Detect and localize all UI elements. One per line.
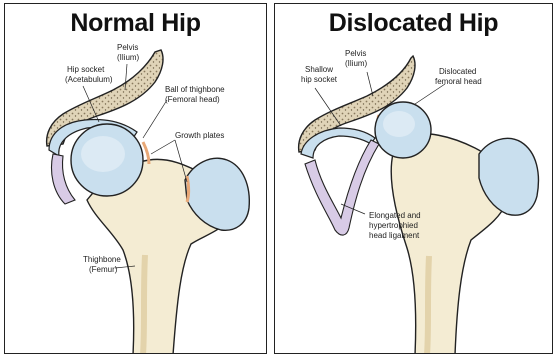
normal-hip-illustration: Pelvis (Ilium) Hip socket (Acetabulum) B…	[5, 4, 267, 354]
label-ligament-2: hypertrophied	[369, 221, 418, 230]
label-pelvis: Pelvis	[345, 49, 366, 58]
label-ligament-3: head ligament	[369, 231, 420, 240]
label-pelvis-sub: (Ilium)	[117, 53, 140, 62]
label-growth-plates: Growth plates	[175, 131, 224, 140]
normal-hip-panel: Normal Hip	[4, 3, 267, 354]
label-shallow-socket-sub: hip socket	[301, 75, 338, 84]
label-shallow-socket: Shallow	[305, 65, 333, 74]
label-hip-socket: Hip socket	[67, 65, 105, 74]
dislocated-hip-panel: Dislocated Hip	[274, 3, 553, 354]
dislocated-hip-illustration: Pelvis (Ilium) Shallow hip socket Disloc…	[275, 4, 553, 354]
label-hip-socket-sub: (Acetabulum)	[65, 75, 113, 84]
label-pelvis: Pelvis	[117, 43, 138, 52]
label-ball-sub: (Femoral head)	[165, 95, 220, 104]
label-ball: Ball of thighbone	[165, 85, 225, 94]
growth-plate-trochanter	[187, 176, 189, 202]
label-thighbone: Thighbone	[83, 255, 121, 264]
label-dislocated-head-sub: femoral head	[435, 77, 482, 86]
elongated-ligament	[305, 140, 379, 235]
label-ligament-1: Elongated and	[369, 211, 421, 220]
label-dislocated-head: Dislocated	[439, 67, 476, 76]
label-pelvis-sub: (Ilium)	[345, 59, 368, 68]
label-thighbone-sub: (Femur)	[89, 265, 118, 274]
